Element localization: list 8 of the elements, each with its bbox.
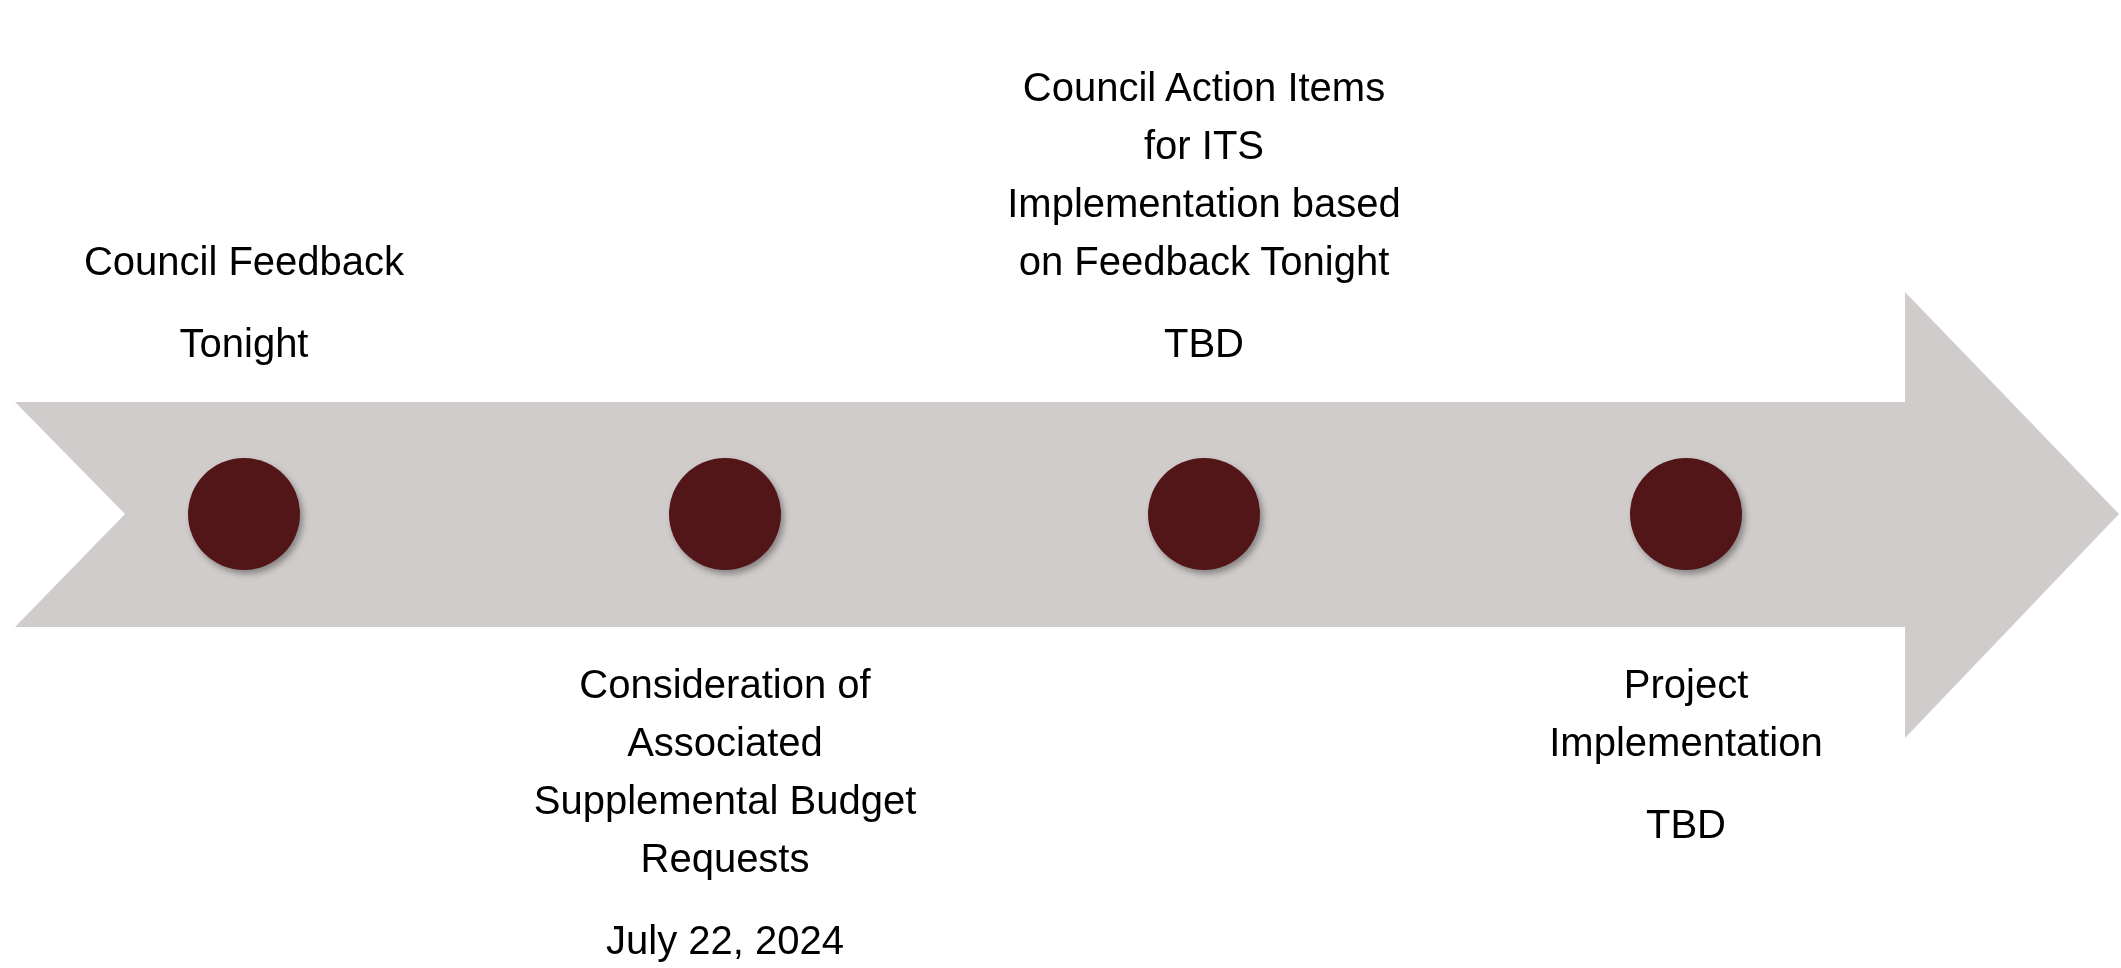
milestone-date: Tonight <box>179 320 309 367</box>
milestone-date: July 22, 2024 <box>606 917 844 964</box>
milestone-title: Project Implementation <box>1548 661 1824 766</box>
milestone-title: Consideration of Associated Supplemental Budget Requests <box>532 661 918 882</box>
milestone-title: Council Action Items for ITS Implementation based on Feedback Tonight <box>1006 64 1402 285</box>
milestone-date: TBD <box>1164 320 1244 367</box>
milestone-title: Council Feedback <box>83 238 405 285</box>
milestone-date: TBD <box>1646 801 1726 848</box>
